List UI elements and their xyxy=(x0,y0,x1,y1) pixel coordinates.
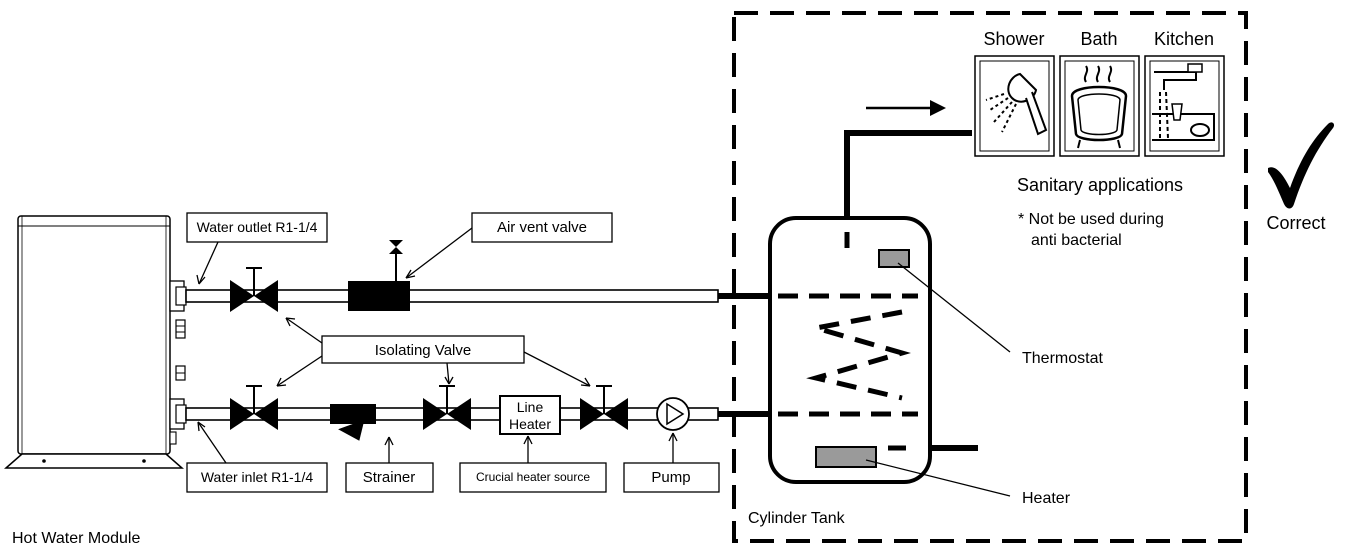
svg-text:Air vent valve: Air vent valve xyxy=(497,219,587,236)
leader-lines xyxy=(196,227,678,464)
isolating-valve-label: Isolating Valve xyxy=(321,335,525,364)
heater-leader xyxy=(865,459,1011,497)
svg-text:Water inlet R1-1/4: Water inlet R1-1/4 xyxy=(201,469,314,485)
line-heater-label-2: Heater xyxy=(509,416,551,432)
check-mark-icon xyxy=(1268,122,1335,209)
water-outlet-label: Water outlet R1-1/4 xyxy=(186,212,328,243)
air-vent-valve-label: Air vent valve xyxy=(471,212,613,243)
inlet-isolating-valve-2 xyxy=(423,385,471,430)
tank-enclosure-dashed xyxy=(732,11,1248,543)
thermostat-sensor xyxy=(878,249,910,268)
strainer xyxy=(330,404,376,441)
svg-text:Water outlet R1-1/4: Water outlet R1-1/4 xyxy=(197,219,318,235)
hot-water-module-title: Hot Water Module xyxy=(12,530,140,547)
hot-water-module-unit xyxy=(4,215,187,469)
cylinder-tank xyxy=(768,216,978,484)
svg-text:Strainer: Strainer xyxy=(363,469,416,486)
line-heater: Line Heater xyxy=(499,395,561,435)
pump xyxy=(656,397,690,431)
bath-icon xyxy=(1059,55,1140,157)
crucial-heater-source-label: Crucial heater source xyxy=(459,462,607,493)
correct-label: Correct xyxy=(1266,213,1325,233)
sanitary-applications-title: Sanitary applications xyxy=(1017,175,1183,195)
shower-icon xyxy=(974,55,1055,157)
pump-label: Pump xyxy=(623,462,720,493)
svg-text:Crucial heater source: Crucial heater source xyxy=(476,470,590,484)
svg-text:Isolating Valve: Isolating Valve xyxy=(375,342,471,359)
cylinder-tank-label: Cylinder Tank xyxy=(748,510,846,527)
sanitary-note-line-1: * Not be used during xyxy=(1018,211,1164,228)
kitchen-label: Kitchen xyxy=(1154,29,1214,49)
water-inlet-label: Water inlet R1-1/4 xyxy=(186,462,328,493)
inlet-isolating-valve-1 xyxy=(230,385,278,430)
heater-label: Heater xyxy=(1022,490,1071,507)
air-vent-valve xyxy=(348,240,410,311)
inlet-isolating-valve-3 xyxy=(580,385,628,430)
heater-element xyxy=(815,446,877,468)
thermostat-label: Thermostat xyxy=(1022,350,1103,367)
hot-water-supply-pipe xyxy=(844,100,972,218)
svg-text:Pump: Pump xyxy=(651,469,690,486)
sanitary-note-line-2: anti bacterial xyxy=(1031,232,1122,249)
outlet-isolating-valve xyxy=(230,267,278,312)
shower-label: Shower xyxy=(983,29,1044,49)
line-heater-label-1: Line xyxy=(517,399,544,415)
strainer-label: Strainer xyxy=(345,462,434,493)
kitchen-faucet-icon xyxy=(1144,55,1225,157)
thermostat-leader xyxy=(897,262,1011,353)
bath-label: Bath xyxy=(1080,29,1117,49)
outlet-pipe xyxy=(185,289,770,303)
